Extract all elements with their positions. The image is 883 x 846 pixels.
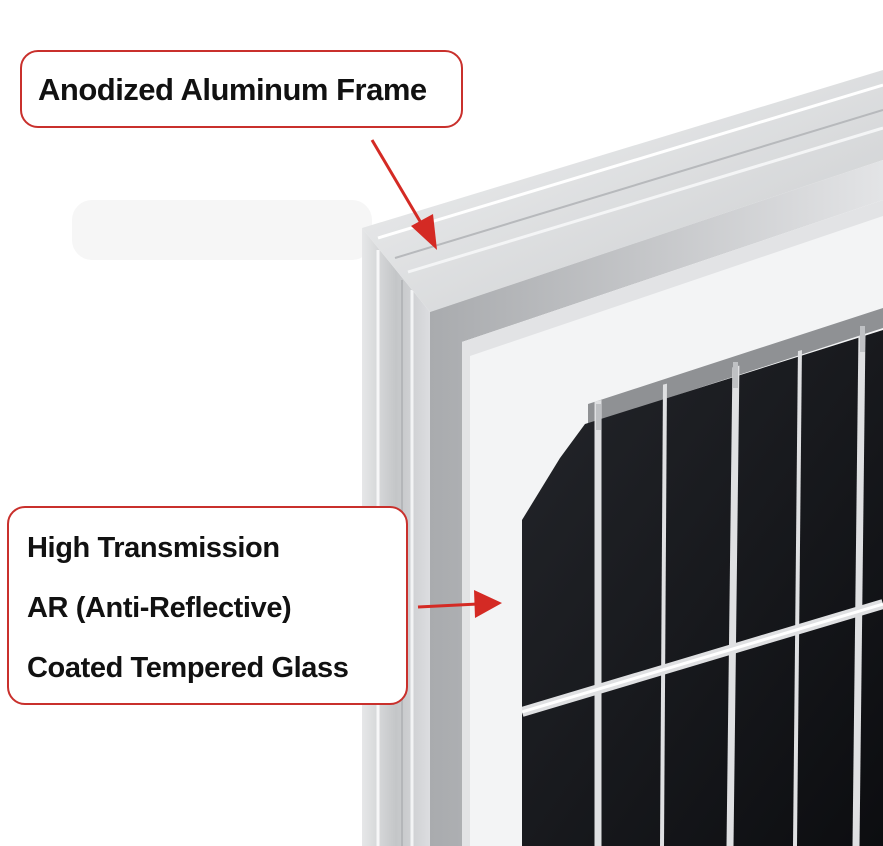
red-arrow-icon: [370, 139, 437, 250]
glass-callout-line-3: Coated Tempered Glass: [27, 652, 349, 684]
frame-top-groove: [394, 109, 883, 259]
glass-callout-line-2: AR (Anti-Reflective): [27, 592, 292, 624]
bus-tab: [596, 404, 601, 430]
bus-tab: [733, 362, 738, 388]
solar-cells: [522, 330, 883, 846]
frame-callout-text: Anodized Aluminum Frame: [38, 72, 427, 107]
frame-top-rail: [362, 70, 883, 312]
glass-callout: High Transmission AR (Anti-Reflective) C…: [7, 506, 408, 705]
frame-top-groove: [407, 126, 883, 274]
bus-tab: [860, 326, 865, 352]
cell-grid: [522, 330, 883, 846]
frame-top-groove: [377, 83, 883, 240]
red-arrow-icon: [417, 590, 502, 618]
glass-callout-line-1: High Transmission: [27, 532, 280, 564]
background-shadow: [72, 200, 372, 260]
frame-callout: Anodized Aluminum Frame: [20, 50, 463, 128]
